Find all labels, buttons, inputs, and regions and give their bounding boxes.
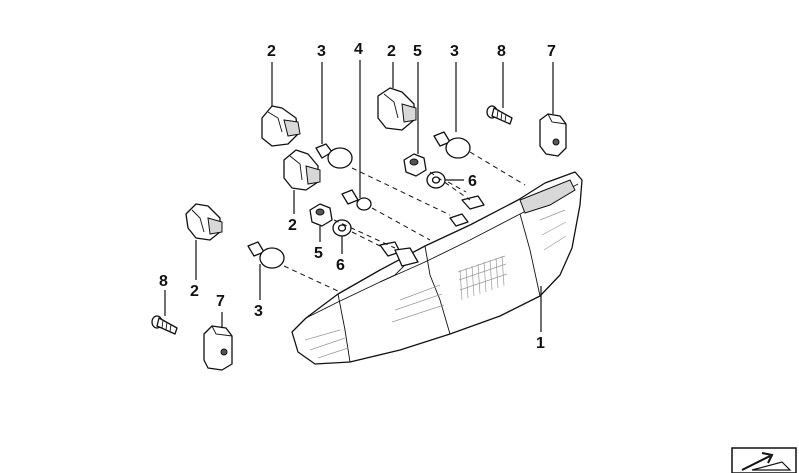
- callout-3-lower: 3: [254, 303, 263, 320]
- lamp-housing: [291, 171, 583, 365]
- callout-labels: 2 3 4 2 5 3 8 7 6 2 5 6 8 2 7 3 1: [159, 41, 556, 352]
- grommet-upper: [403, 153, 427, 177]
- grommet-lower: [309, 203, 333, 227]
- bulb-holder-middle: [283, 149, 321, 191]
- clip-upper: [539, 113, 567, 157]
- callout-8-lower: 8: [159, 273, 168, 290]
- bulb-holder-upper-middle: [377, 87, 417, 131]
- assembly-lines: [283, 151, 526, 293]
- arrow-stamp-icon: [731, 447, 797, 473]
- clip-lower: [203, 325, 233, 371]
- callout-6-upper: 6: [468, 173, 477, 190]
- bulb-holder-upper-left: [261, 105, 301, 147]
- bulb-upper-left: [315, 143, 353, 169]
- bulb-holder-lower-left: [185, 203, 223, 241]
- callout-1: 1: [536, 335, 545, 352]
- bulb-upper-right: [433, 131, 471, 159]
- callout-2-lower-left: 2: [190, 283, 199, 300]
- callout-2-top-left: 2: [267, 43, 276, 60]
- callout-2-top-middle: 2: [387, 43, 396, 60]
- callout-7-lower: 7: [216, 293, 225, 310]
- bulb-small-4: [341, 189, 372, 211]
- callout-4: 4: [354, 41, 363, 58]
- callout-7-top: 7: [547, 43, 556, 60]
- callout-3-top-right: 3: [450, 43, 459, 60]
- leader-lines: [164, 60, 554, 332]
- callout-5-lower: 5: [314, 245, 323, 262]
- bulb-lower-left: [247, 241, 285, 269]
- callout-6-lower: 6: [336, 257, 345, 274]
- housing-socket-studs: [379, 195, 485, 267]
- callout-2-middle: 2: [288, 217, 297, 234]
- washer-lower: [332, 219, 352, 237]
- callout-3-top-left: 3: [317, 43, 326, 60]
- callout-8-top: 8: [497, 43, 506, 60]
- screw-upper: [486, 105, 513, 125]
- washer-upper: [426, 171, 446, 189]
- callout-5-top: 5: [413, 43, 422, 60]
- screw-lower: [151, 315, 178, 335]
